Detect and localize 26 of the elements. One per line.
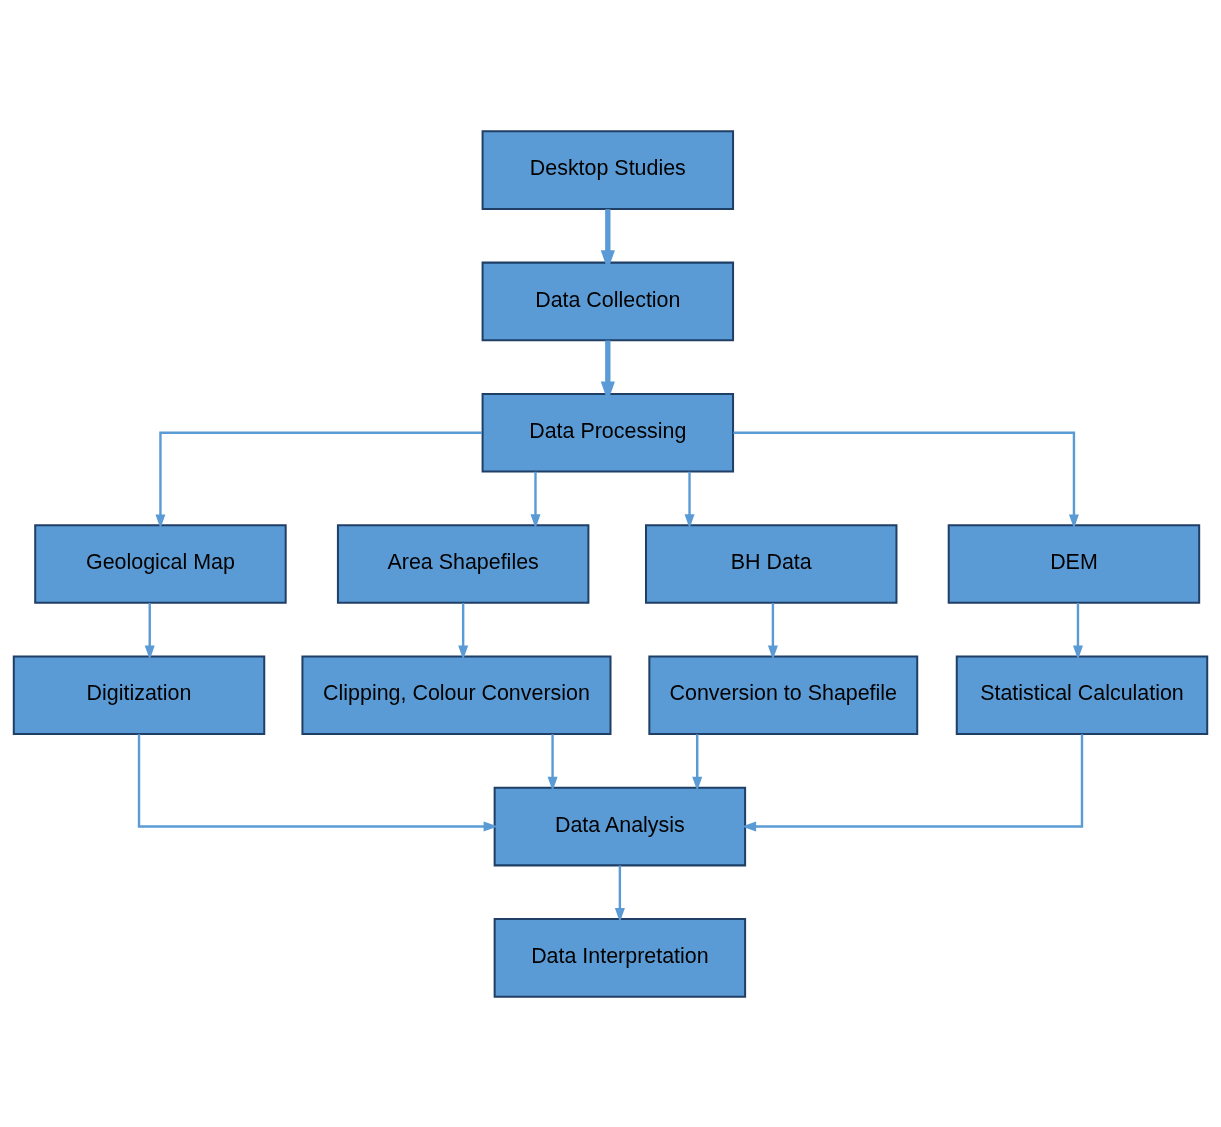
node-box: Data Analysis (493, 786, 747, 866)
arrow (137, 733, 498, 831)
arrow (692, 733, 703, 791)
node-box: Digitization (12, 654, 266, 735)
node-box: DEM (947, 523, 1201, 604)
node-box: Desktop Studies (481, 129, 735, 210)
arrow (547, 733, 558, 791)
arrow (530, 471, 541, 529)
node-box: Data Processing (481, 392, 735, 473)
node-box: Area Shapefiles (336, 523, 590, 604)
arrow (614, 865, 625, 922)
node-box: Conversion to Shapefile (648, 654, 919, 735)
arrow (684, 471, 695, 529)
arrow (733, 431, 1079, 529)
node-box: Statistical Calculation (955, 654, 1209, 735)
arrow (1073, 602, 1083, 660)
node-box: Clipping, Colour Conversion (301, 654, 612, 735)
node-box: Geological Map (34, 523, 287, 604)
node-box: Data Collection (481, 261, 735, 341)
node-box: Data Interpretation (493, 917, 747, 998)
node-box: BH Data (645, 523, 898, 604)
arrow (155, 431, 482, 529)
arrow (144, 602, 155, 660)
arrow (741, 733, 1084, 831)
arrow (458, 602, 469, 660)
arrow (767, 602, 778, 660)
